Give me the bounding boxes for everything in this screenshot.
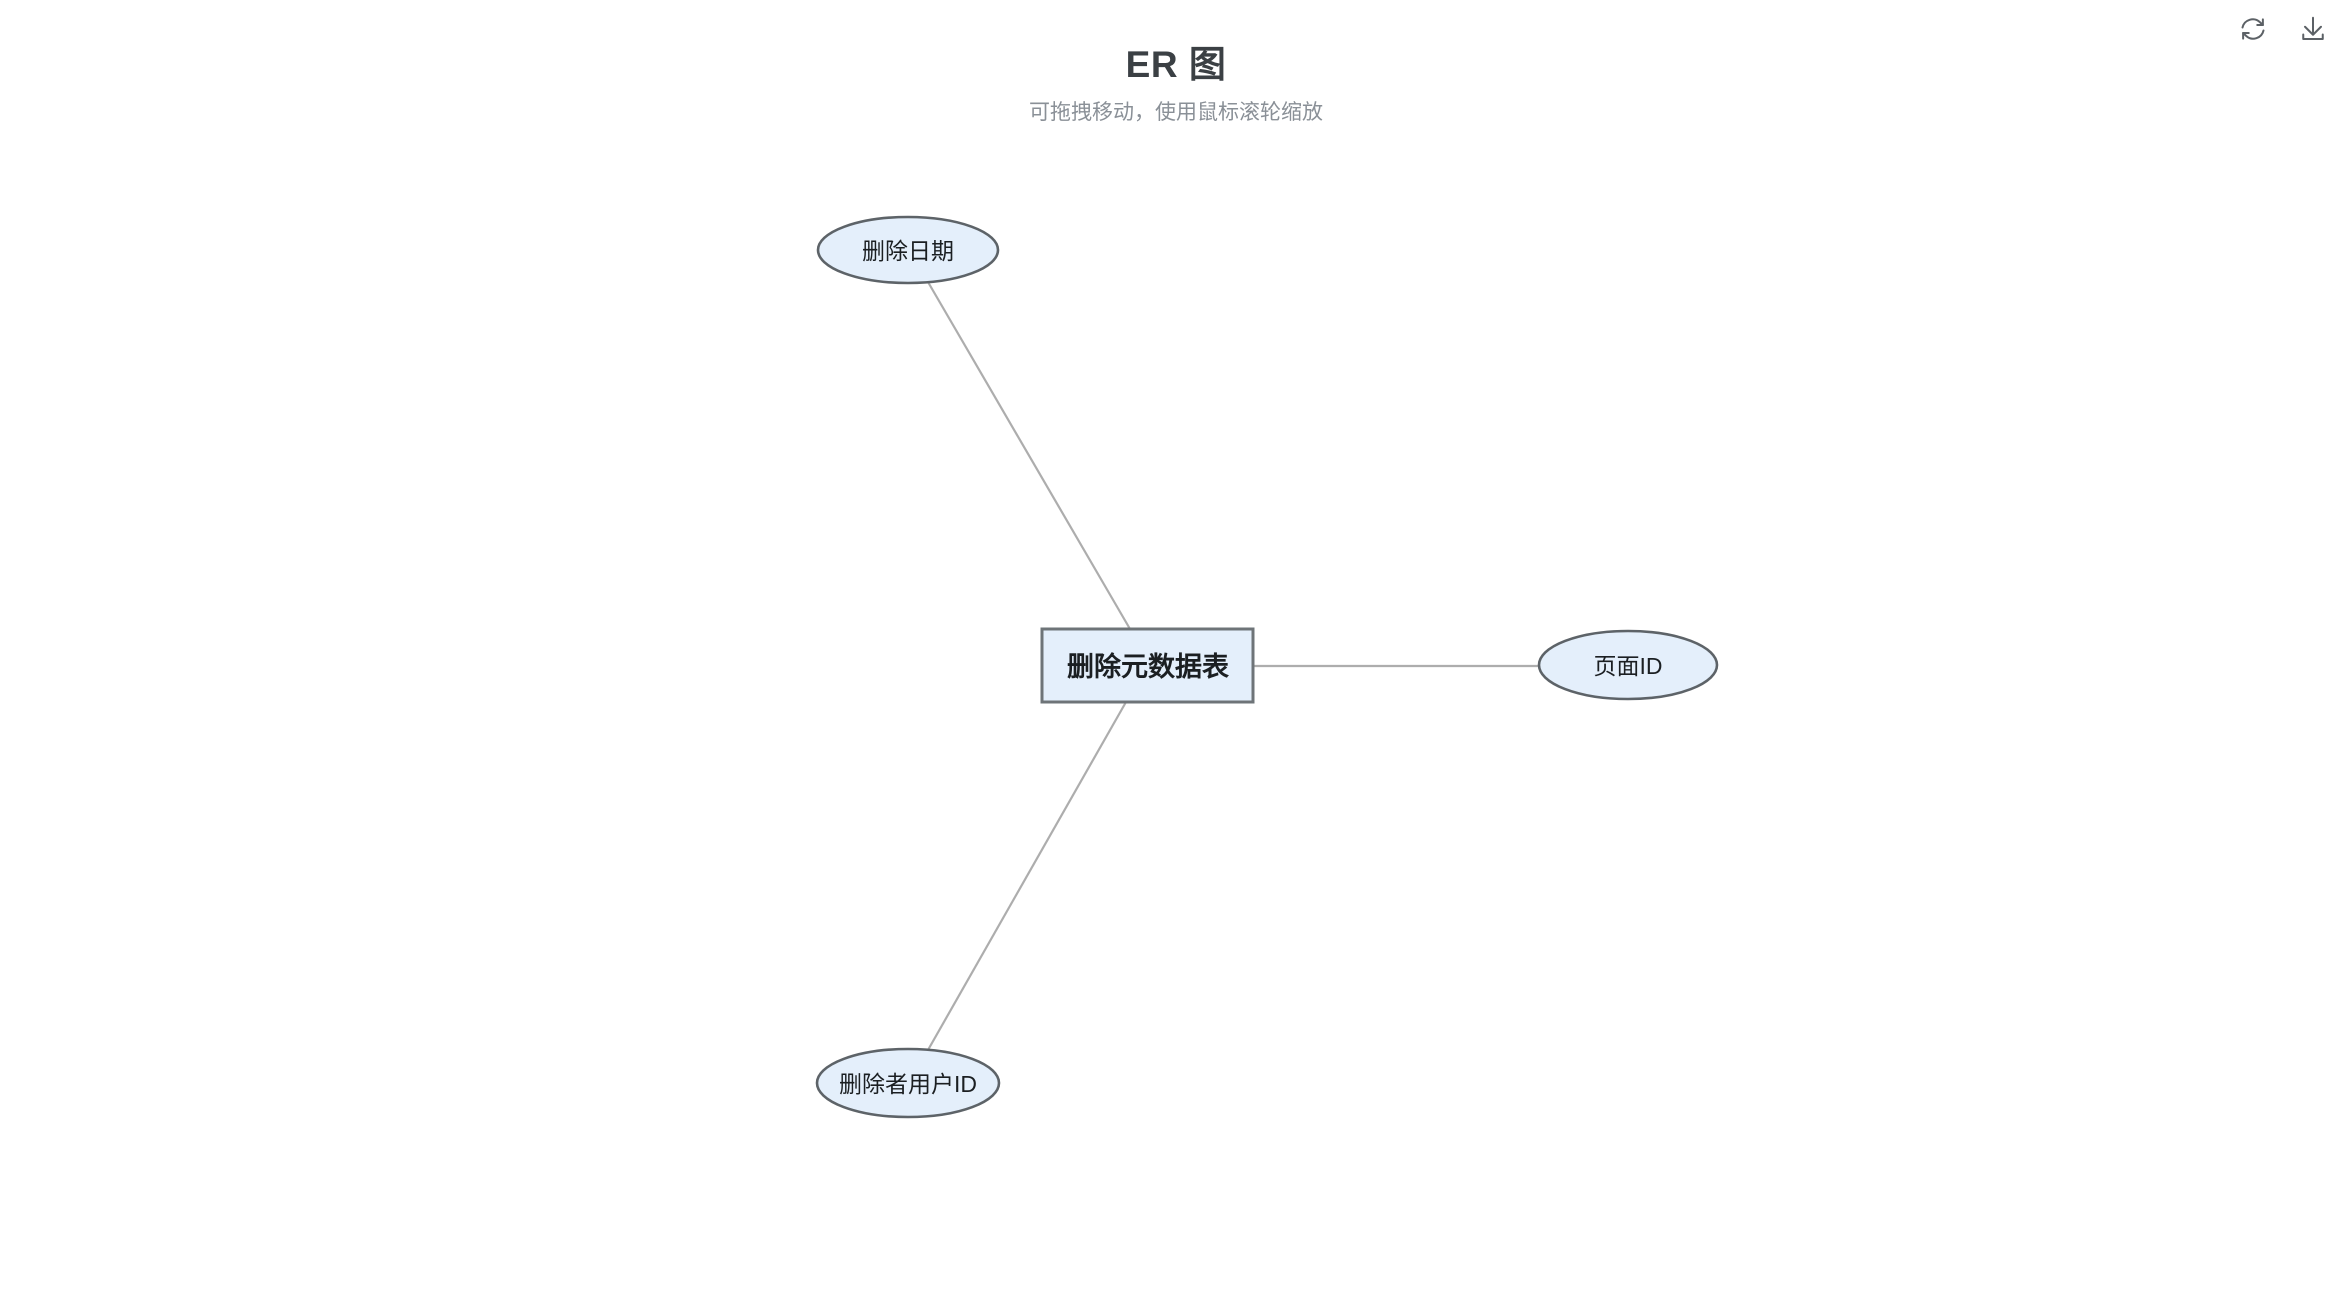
edge-deleter-user-id: [927, 701, 1127, 1051]
attribute-node-delete-date[interactable]: 删除日期: [816, 215, 1000, 285]
attribute-label: 删除者用户ID: [839, 1071, 977, 1097]
download-icon: [2298, 14, 2328, 44]
entity-node-delete-metadata-table[interactable]: 删除元数据表: [1040, 627, 1255, 704]
entity-rect[interactable]: [1040, 627, 1255, 704]
attribute-label: 页面ID: [1594, 653, 1663, 679]
attribute-node-deleter-user-id[interactable]: 删除者用户ID: [815, 1047, 1001, 1119]
attribute-ellipse[interactable]: [816, 215, 1000, 285]
attribute-node-page-id[interactable]: 页面ID: [1537, 629, 1719, 701]
entity-label: 删除元数据表: [1067, 651, 1229, 682]
attribute-ellipse[interactable]: [1537, 629, 1719, 701]
download-button[interactable]: [2296, 12, 2330, 46]
edge-delete-date: [927, 281, 1131, 630]
toolbar: [2236, 12, 2330, 46]
attribute-label: 删除日期: [862, 238, 954, 264]
attribute-ellipse[interactable]: [815, 1047, 1001, 1119]
reset-view-button[interactable]: [2236, 12, 2270, 46]
refresh-icon: [2238, 14, 2268, 44]
edge-group: [927, 281, 1539, 1051]
